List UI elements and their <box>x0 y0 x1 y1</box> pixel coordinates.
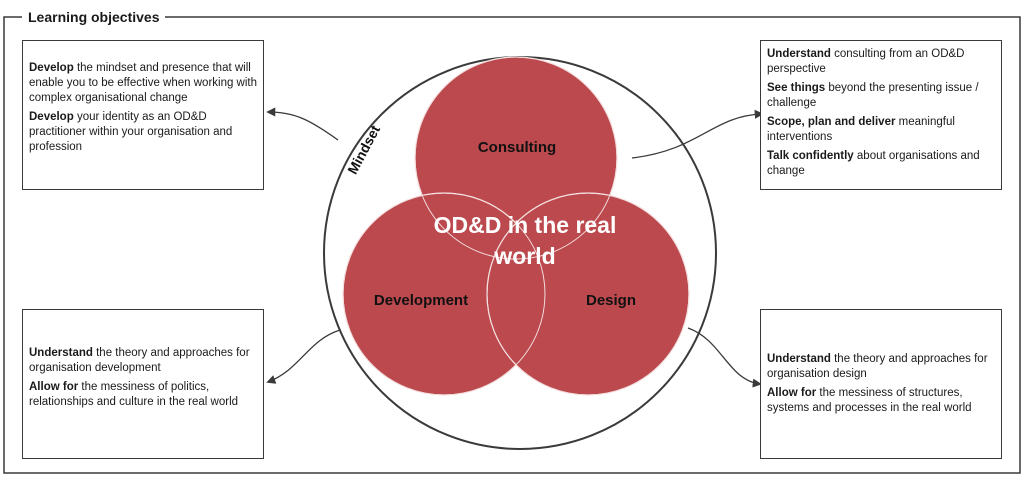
objective-item: Understand consulting from an OD&D persp… <box>767 48 965 75</box>
objective-item: Develop your identity as an OD&D practit… <box>29 111 233 153</box>
development-objectives-box: Understand the theory and approaches for… <box>22 309 264 459</box>
design-objectives-box: Understand the theory and approaches for… <box>760 309 1002 459</box>
consulting-arrow <box>631 109 764 159</box>
design-arrow <box>687 327 762 388</box>
section-title: Learning objectives <box>22 8 166 26</box>
objective-item: Understand the theory and approaches for… <box>29 347 250 374</box>
mindset-objectives-box: Develop the mindset and presence that wi… <box>22 40 264 190</box>
consulting-label: Consulting <box>478 139 556 156</box>
design-label: Design <box>586 292 636 309</box>
objective-item: Talk confidently about organisations and… <box>767 150 980 177</box>
mindset-arrow <box>266 107 339 141</box>
objective-item: Understand the theory and approaches for… <box>767 353 988 380</box>
consulting-objectives-box: Understand consulting from an OD&D persp… <box>760 40 1002 190</box>
objective-item: Allow for the messiness of structures, s… <box>767 387 972 414</box>
objective-item: Scope, plan and deliver meaningful inter… <box>767 116 955 143</box>
center-title-line2: world <box>493 243 555 269</box>
outer-frame <box>3 16 1021 474</box>
objective-item: See things beyond the presenting issue /… <box>767 82 979 109</box>
center-title-line1: OD&D in the real <box>434 212 617 238</box>
development-arrow <box>266 329 341 384</box>
objective-item: Develop the mindset and presence that wi… <box>29 62 258 104</box>
objective-item: Allow for the messiness of politics, rel… <box>29 381 239 408</box>
development-label: Development <box>374 292 468 309</box>
